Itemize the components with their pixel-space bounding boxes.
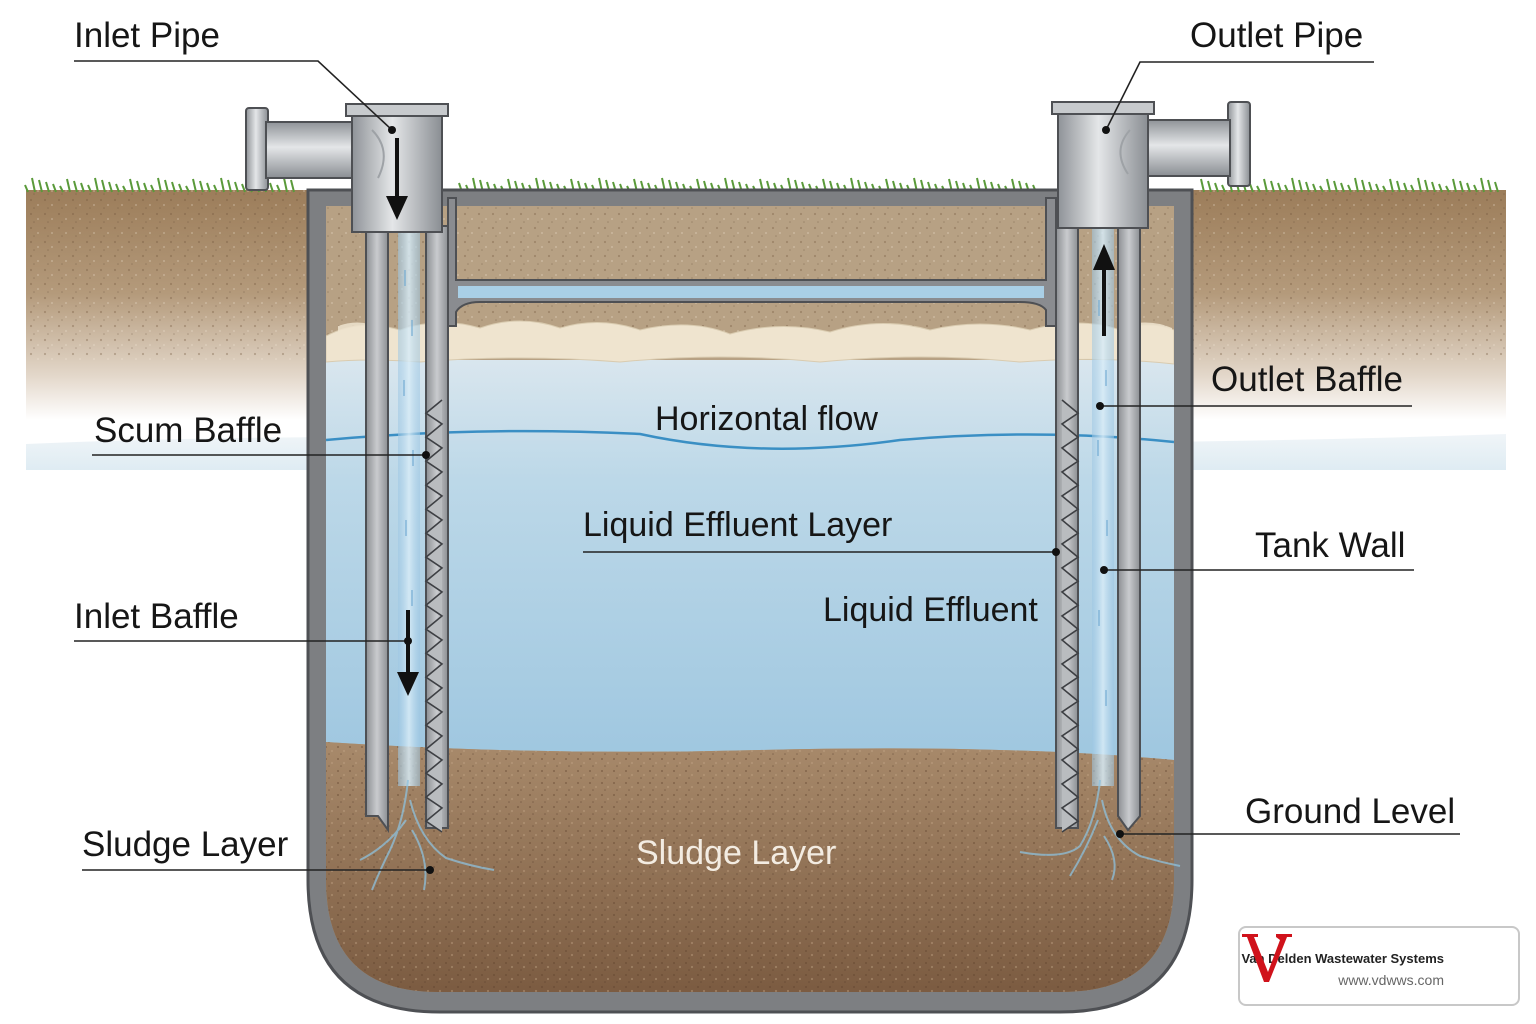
media-tooth-strip xyxy=(1060,399,1080,833)
brand-badge: Van Delden Wastewater Systems www.vdwws.… xyxy=(1238,926,1520,1006)
outlet-stream xyxy=(1092,226,1114,786)
tank-wall-inner-baffle xyxy=(1117,225,1141,832)
dispersion-right xyxy=(1019,779,1181,881)
label-inlet-baffle: Inlet Baffle xyxy=(74,597,239,636)
leader-lines xyxy=(74,60,1460,871)
outlet-media-teeth xyxy=(1060,399,1080,833)
label-ground-level: Ground Level xyxy=(1245,792,1456,831)
top-channel-water xyxy=(458,286,1044,298)
label-sludge-layer-left: Sludge Layer xyxy=(82,825,289,864)
label-inlet-pipe: Inlet Pipe xyxy=(74,16,220,55)
label-liquid-effluent-layer: Liquid Effluent Layer xyxy=(583,506,893,544)
media-tooth-strip xyxy=(424,399,444,833)
inlet-baffle xyxy=(365,225,389,834)
leader-dots xyxy=(388,126,1124,874)
inlet-media-teeth xyxy=(424,399,444,833)
dispersion-left xyxy=(359,779,495,891)
liquid-effluent-layer xyxy=(326,360,1174,760)
brand-name: Van Delden Wastewater Systems xyxy=(1241,951,1444,966)
flow-arrow-down-inlet-pipe xyxy=(386,138,408,220)
flow-arrow-up-outlet xyxy=(1093,244,1115,336)
label-outlet-pipe: Outlet Pipe xyxy=(1190,16,1364,55)
brand-url: www.vdwws.com xyxy=(1338,972,1444,988)
inlet-stream xyxy=(398,226,420,786)
label-horizontal-flow: Horizontal flow xyxy=(655,400,878,438)
water-surface-line xyxy=(326,429,1174,450)
label-sludge-layer-center: Sludge Layer xyxy=(636,834,837,872)
scum-layer xyxy=(326,320,1174,365)
brand-logo-icon xyxy=(1242,934,1292,982)
label-outlet-baffle: Outlet Baffle xyxy=(1211,360,1403,399)
stream-ticks xyxy=(403,270,1108,706)
label-scum-baffle: Scum Baffle xyxy=(94,411,283,450)
label-tank-wall: Tank Wall xyxy=(1255,526,1406,565)
label-liquid-effluent: Liquid Effluent xyxy=(823,591,1038,629)
